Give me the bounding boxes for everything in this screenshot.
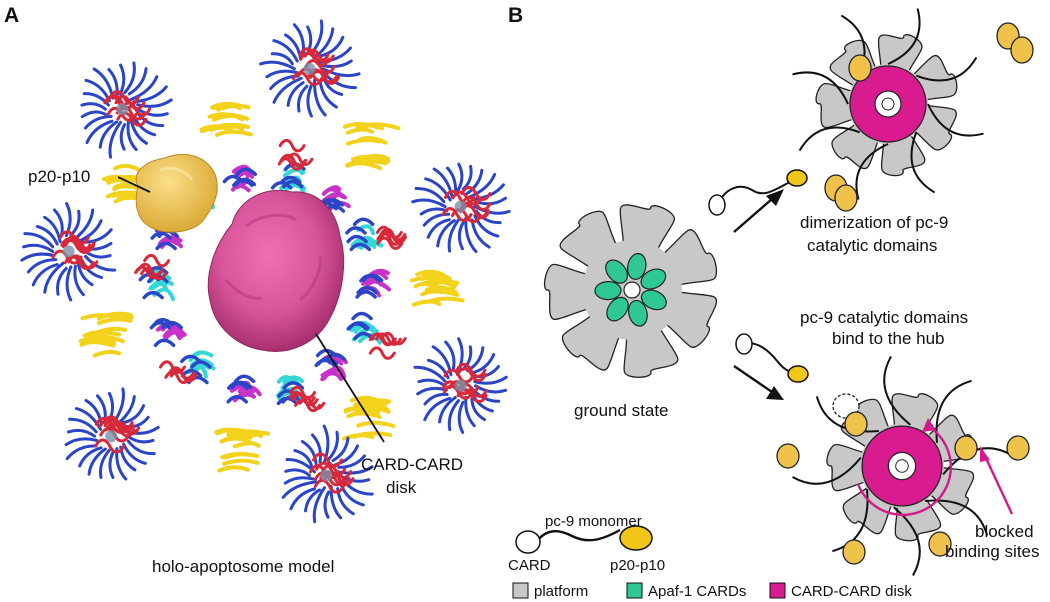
p20-p10-domain [848, 54, 872, 82]
blocked-label-1: blocked [975, 522, 1034, 541]
apaf-card [606, 296, 629, 322]
p20-callout-line [117, 176, 151, 193]
monomer-bottom-card [735, 333, 753, 355]
p20-p10-density [135, 154, 218, 233]
monomer-legend-p20-label: p20-p10 [610, 557, 665, 574]
blocked-pointer-line [983, 455, 1014, 515]
monomer-legend: pc-9 monomer CARD p20-p10 [508, 513, 665, 574]
central-pore [623, 281, 641, 299]
inner-ring-domain [226, 374, 262, 404]
apaf-spoke [80, 61, 253, 196]
legend-swatch-apaf-cards [626, 582, 643, 599]
panel-a: A p20-p10 CARD-CARD disk holo-apoptosome… [4, 4, 511, 576]
hub-label-2: bind to the hub [832, 329, 944, 348]
legend-label-card-disk: CARD-CARD disk [791, 583, 912, 600]
legend-label-apaf-cards: Apaf-1 CARDs [648, 583, 746, 600]
apaf-card [626, 253, 647, 280]
blocked-label-2: binding sites [945, 542, 1040, 561]
inner-ring-domain [276, 375, 305, 406]
apaf-card [594, 280, 622, 301]
p20-p10-domain [842, 539, 866, 565]
color-legend: platform Apaf-1 CARDs CARD-CARD disk [512, 582, 912, 600]
p20-p10-domain [954, 435, 978, 461]
apaf-spoke [375, 162, 511, 307]
panel-b: B ground state dimerization of pc-9 cata… [508, 4, 1040, 600]
disk-texture [224, 213, 322, 302]
card-card-disk [207, 189, 345, 352]
apaf-spoke [342, 331, 508, 441]
p20-p10-domain [834, 184, 858, 212]
pc9-linker [910, 131, 936, 194]
dimer-label-1: dimerization of pc-9 [800, 213, 948, 232]
apaf-spoke [64, 311, 197, 481]
ground-state-complex [543, 204, 718, 378]
pc9-linker [927, 103, 984, 137]
arrow-to-dimer [733, 189, 784, 233]
hub-binding-complex [776, 356, 1030, 576]
legend-swatch-card-disk [769, 582, 786, 599]
hub-label-1: pc-9 catalytic domains [800, 308, 968, 327]
blocked-pointer-head [980, 446, 990, 462]
apaf-card [640, 268, 667, 290]
pc9-linker [915, 56, 978, 82]
apaf-card [605, 259, 629, 284]
p20-p10-domain [928, 531, 952, 557]
hub-pore-inner [895, 459, 909, 473]
inner-ring-domain [355, 268, 392, 299]
monomer-legend-p20 [619, 525, 653, 551]
pc9-linker [792, 457, 862, 485]
inner-ring-domain [222, 164, 258, 193]
panel-b-letter: B [508, 4, 523, 27]
pc9-linker [925, 499, 989, 536]
monomer-bottom-p20 [787, 365, 809, 383]
p20-callout-label: p20-p10 [28, 167, 90, 186]
apoptosome-structure [20, 19, 511, 524]
p20-p10-domain [844, 411, 868, 437]
hub-pore-inner [881, 97, 895, 111]
pc9-linker [887, 8, 921, 65]
rotation-arrow [856, 424, 952, 517]
monomer-legend-card-label: CARD [508, 557, 551, 574]
monomer-legend-title: pc-9 monomer [545, 513, 642, 530]
pc9-linker [855, 143, 889, 200]
inner-ring-domain [149, 317, 187, 347]
ground-state-label: ground state [574, 401, 669, 420]
p20-p10-domain [1006, 435, 1030, 461]
disk-callout-line [315, 333, 385, 443]
p20-p10-domain [776, 443, 800, 469]
legend-swatch-platform [512, 582, 529, 599]
rotation-arrow-head [922, 418, 936, 432]
inner-ring-domain [180, 350, 216, 385]
apaf-card [628, 299, 648, 327]
disk-callout-label-1: CARD-CARD [361, 455, 463, 474]
apaf-card [640, 289, 667, 311]
pc9-linker [883, 356, 911, 426]
apaf-spoke [259, 19, 401, 171]
monomer-icon-bottom [735, 333, 809, 383]
monomer-legend-card [515, 530, 541, 554]
monomer-top-card [708, 194, 726, 216]
pc9-linker [792, 71, 849, 105]
monomer-icon-top [708, 169, 808, 216]
pc9-linker [798, 126, 861, 152]
panel-a-caption: holo-apoptosome model [152, 557, 334, 576]
p20-p10-highlight [159, 166, 194, 181]
apaf-spoke [214, 385, 374, 524]
arrow-to-hub [733, 365, 784, 400]
pc9-linker [815, 396, 879, 433]
inner-ring-domain [346, 311, 382, 345]
disk-callout-label-2: disk [386, 478, 417, 497]
dimer-label-2: catalytic domains [807, 236, 937, 255]
legend-label-platform: platform [534, 583, 588, 600]
monomer-top-p20 [786, 169, 808, 187]
panel-a-letter: A [4, 4, 19, 27]
p20-p10-domain [1010, 36, 1034, 64]
inner-ring-domain [345, 217, 384, 252]
inner-ring-domain [138, 266, 175, 302]
dimerization-complex [792, 8, 1034, 212]
